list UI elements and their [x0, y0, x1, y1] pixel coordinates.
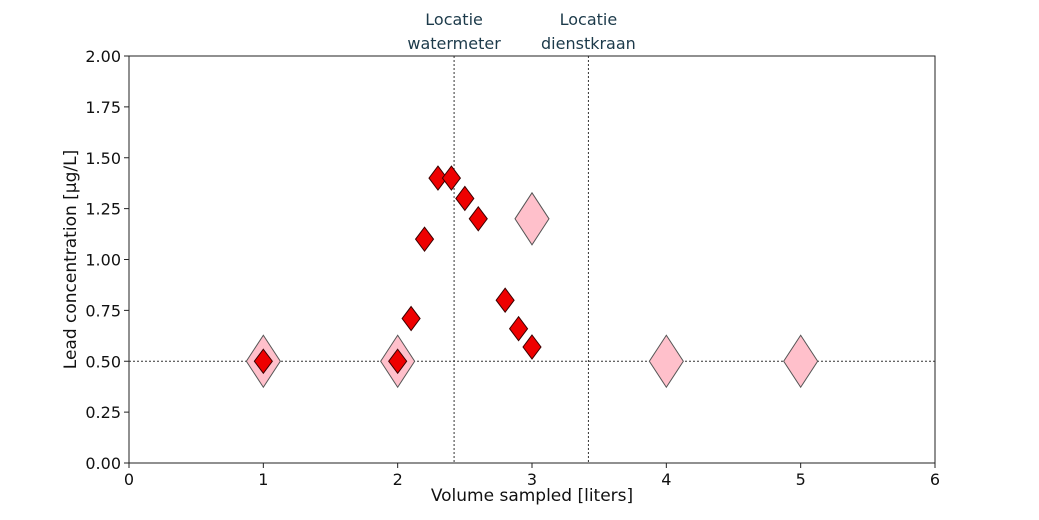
annotation-label: Locatie	[560, 10, 618, 29]
small-diamond-point	[495, 287, 515, 314]
y-tick-label: 2.00	[85, 47, 121, 66]
y-tick-label: 1.75	[85, 98, 121, 117]
small-diamond-point	[522, 334, 542, 360]
annotation-label: dienstkraan	[541, 34, 636, 53]
large-diamond-point	[783, 334, 819, 389]
small-diamond-point	[253, 348, 273, 375]
plot-area	[129, 56, 935, 463]
x-tick-label: 6	[930, 470, 940, 489]
x-tick-label: 1	[258, 470, 268, 489]
y-tick-label: 1.00	[85, 251, 121, 270]
y-axis-ticks: 0.00 0.25 0.50 0.75 1.00 1.25 1.50 1.75 2.00	[85, 47, 129, 473]
x-tick-label: 0	[124, 470, 134, 489]
small-diamond-point	[441, 165, 462, 191]
y-axis-label: Lead concentration [µg/L]	[61, 150, 81, 369]
small-diamond-point	[388, 348, 408, 375]
small-diamond-point	[468, 205, 488, 232]
x-axis-ticks: 0 1 2 3 4 5 6	[124, 463, 940, 489]
small-diamond-point	[428, 165, 448, 191]
annotation-label: Locatie	[425, 10, 483, 29]
y-tick-label: 1.25	[85, 200, 121, 219]
x-tick-label: 2	[393, 470, 403, 489]
y-tick-label: 0.75	[85, 301, 121, 320]
y-tick-label: 0.25	[85, 403, 121, 422]
large-diamond-point	[648, 334, 684, 389]
y-tick-label: 0.50	[85, 352, 121, 371]
small-diamond-point	[508, 315, 529, 342]
small-diamond-point	[455, 185, 475, 212]
annotation-label: watermeter	[407, 34, 501, 53]
x-axis-label: Volume sampled [liters]	[431, 486, 633, 506]
large-diamond-point	[514, 191, 550, 246]
small-diamond-point	[401, 305, 421, 332]
y-tick-label: 0.00	[85, 454, 121, 473]
data-points	[245, 165, 819, 389]
x-tick-label: 4	[661, 470, 671, 489]
x-tick-label: 3	[527, 470, 537, 489]
annotations: Locatie watermeter Locatie dienstkraan	[407, 10, 635, 53]
small-diamond-point	[414, 226, 435, 252]
y-tick-label: 1.50	[85, 149, 121, 168]
x-tick-label: 5	[796, 470, 806, 489]
